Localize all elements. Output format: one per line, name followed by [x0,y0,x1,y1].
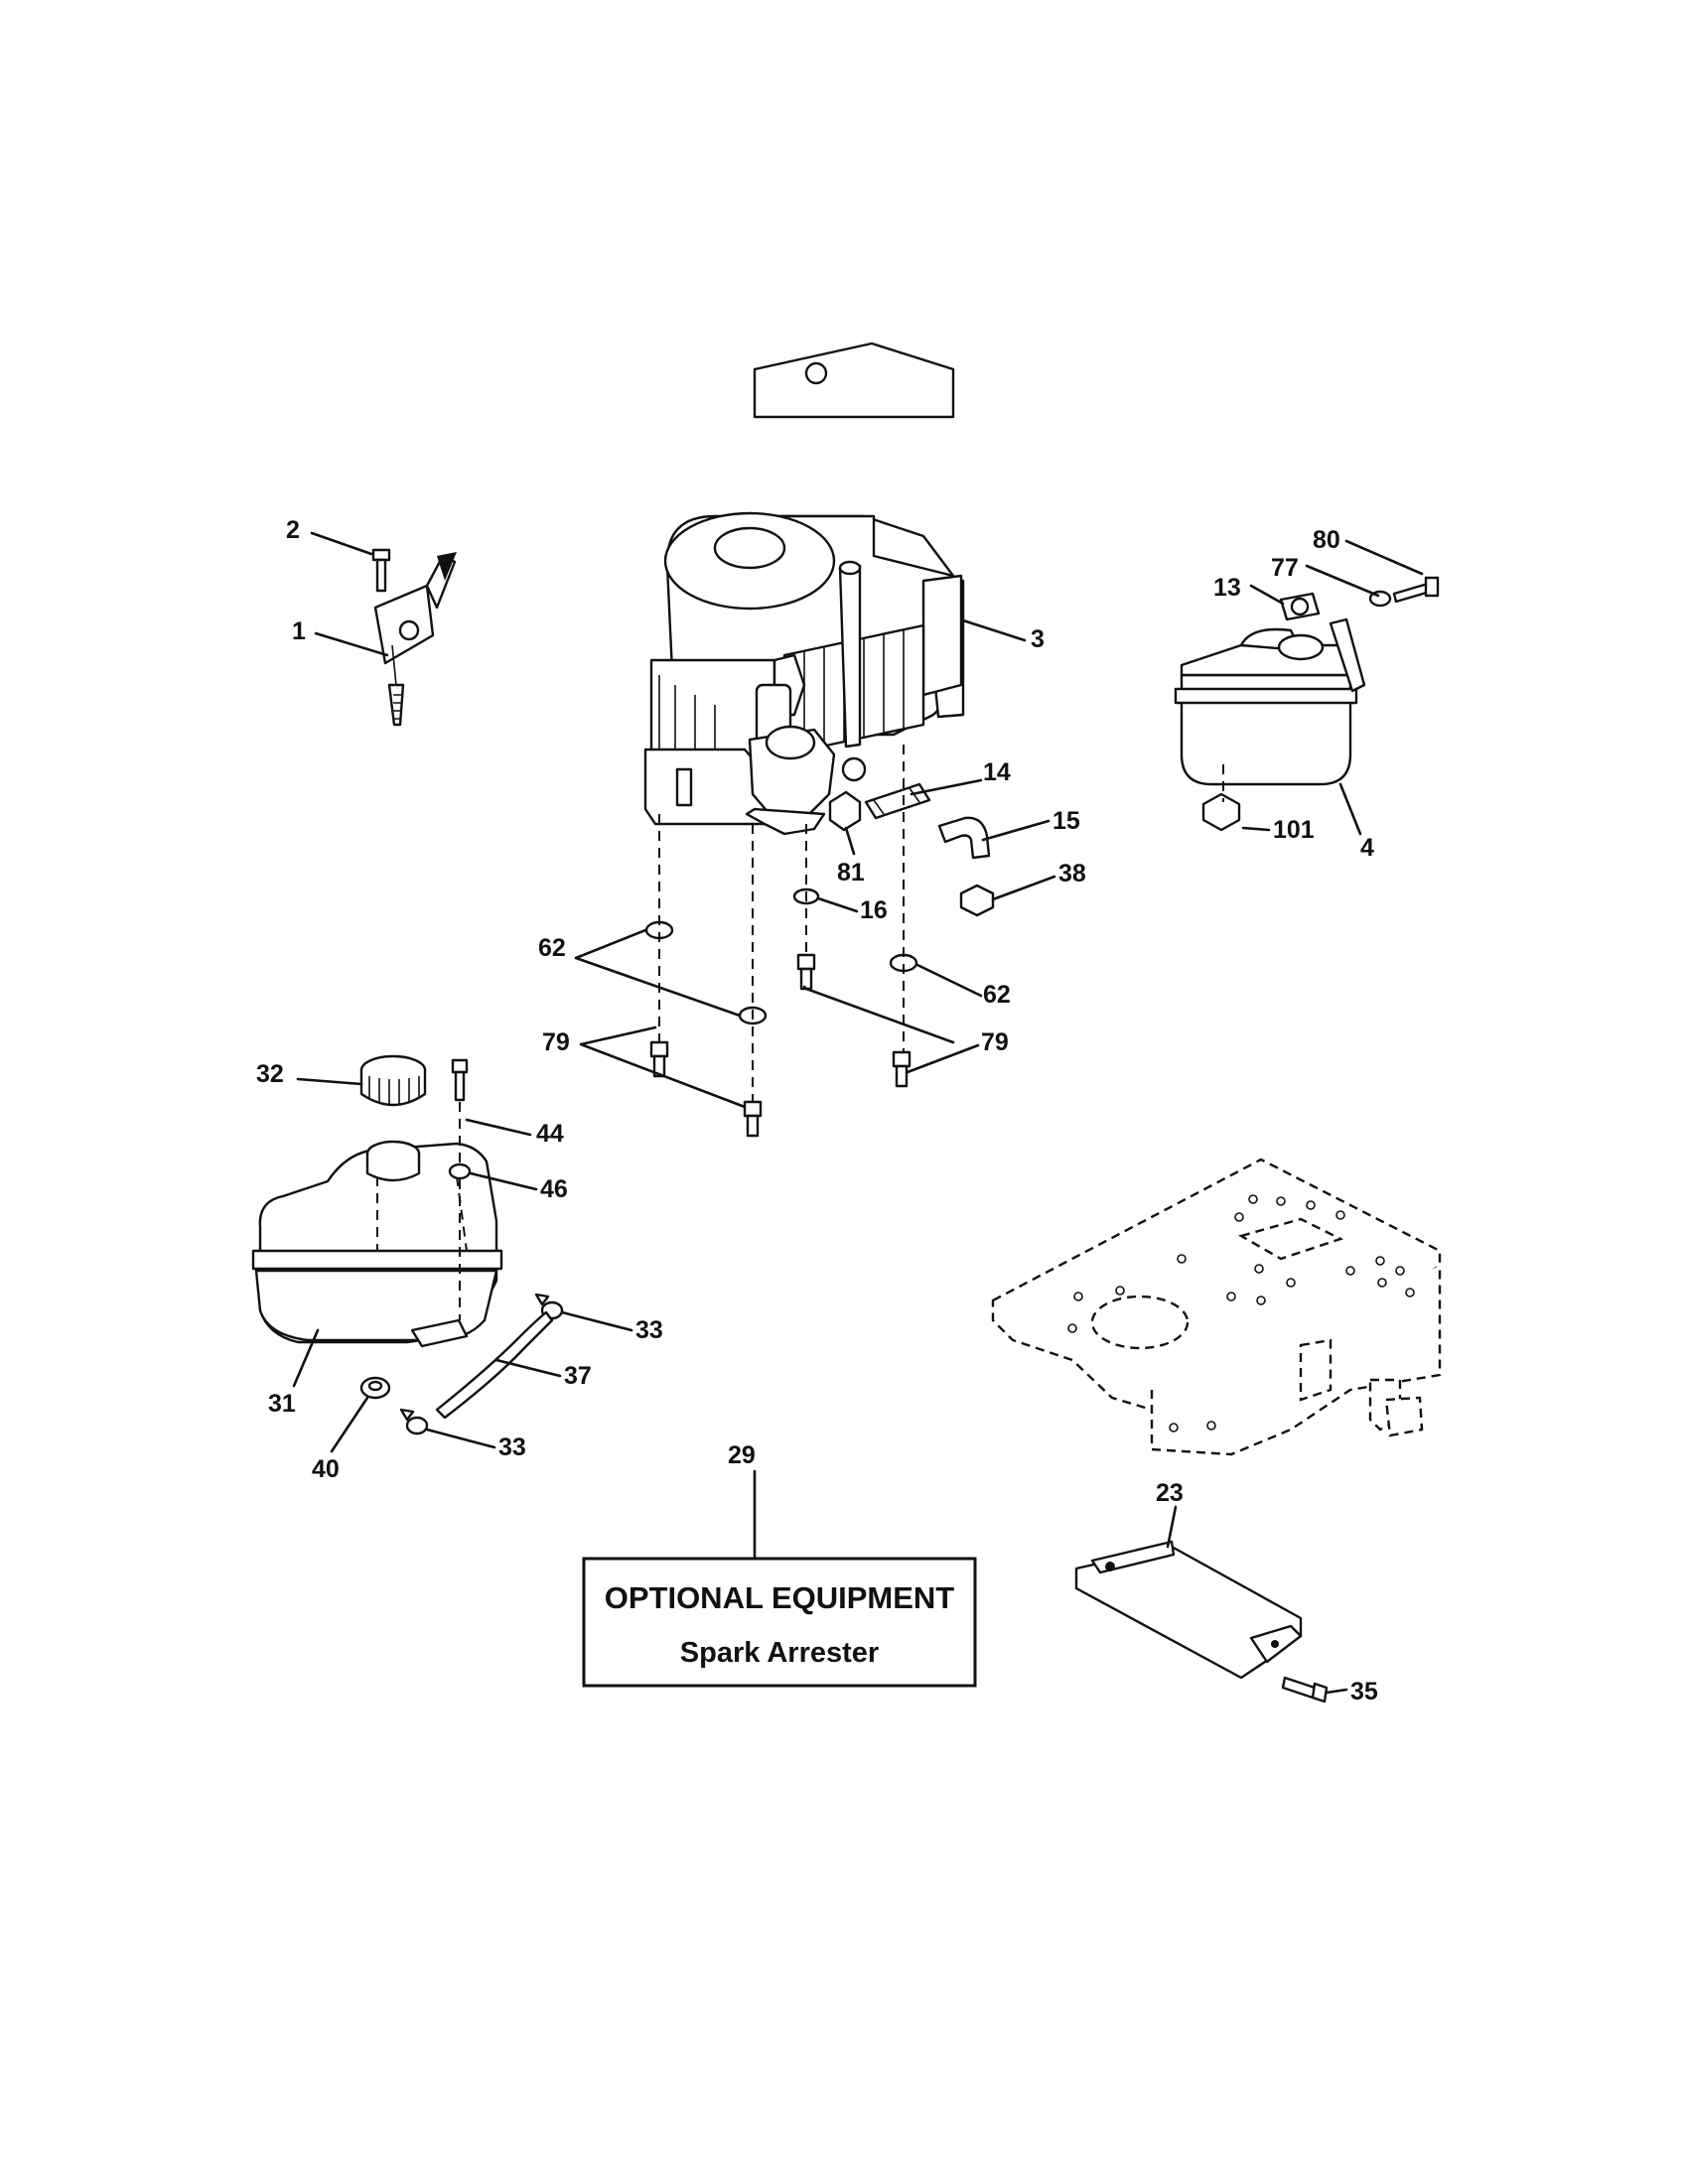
grommet-part [359,1376,391,1400]
optional-equipment-subtitle: Spark Arrester [680,1637,879,1669]
callout-62b: 62 [983,981,1011,1009]
screw-part-44 [451,1058,469,1102]
callout-62a: 62 [538,934,566,962]
washer-part-46 [448,1162,472,1180]
callout-44: 44 [536,1120,564,1148]
callout-80: 80 [1313,526,1340,554]
callout-79a: 79 [542,1028,570,1056]
bolt-part-79b [743,1100,763,1138]
clamp-part-33b [399,1408,429,1435]
nut-part-38 [959,884,995,917]
callout-40: 40 [312,1455,340,1483]
callout-32: 32 [256,1060,284,1088]
callout-37: 37 [564,1362,592,1390]
throttle-control-part [373,552,457,727]
callout-77: 77 [1271,554,1299,582]
optional-equipment-box: OPTIONAL EQUIPMENT Spark Arrester [582,1557,977,1688]
callout-2: 2 [286,516,300,544]
callout-31: 31 [268,1390,296,1418]
callout-23: 23 [1156,1479,1184,1507]
tank-neck-part [365,1140,421,1182]
elbow-part [937,816,991,860]
chassis-frame-reference [991,1158,1442,1456]
fuel-cap-part [359,1054,427,1107]
fitting-part-81 [828,790,862,832]
callout-33b: 33 [498,1433,526,1461]
pipe-nipple-part [864,782,931,820]
heat-shield-part [1074,1540,1303,1680]
bolt-part-79c [796,953,816,991]
callout-14: 14 [983,758,1011,786]
fuel-line-part [435,1310,554,1420]
fuel-tank-part [251,1142,503,1348]
leader-lines [292,531,1424,1695]
callout-29: 29 [728,1441,756,1469]
bolt-part-79d [892,1050,912,1088]
callout-101: 101 [1273,816,1315,844]
gasket-part [1279,592,1321,621]
screw-part-35 [1281,1676,1329,1704]
callout-1: 1 [292,617,306,645]
screw-part-2 [371,548,391,593]
callout-15: 15 [1052,807,1080,835]
callout-3: 3 [1031,625,1045,653]
callout-81: 81 [837,859,865,887]
callout-33a: 33 [635,1316,663,1344]
muffler-part [1174,617,1366,786]
callout-16: 16 [860,896,888,924]
callout-4: 4 [1360,834,1374,862]
engine-part [643,341,965,836]
callout-13: 13 [1213,574,1241,602]
bolt-part-79a [649,1040,669,1078]
callout-35: 35 [1350,1678,1378,1706]
callout-46: 46 [540,1175,568,1203]
callout-38: 38 [1058,860,1086,887]
callout-79b: 79 [981,1028,1009,1056]
screw-part-80 [1392,576,1440,604]
nut-part-101 [1201,792,1241,832]
optional-equipment-title: OPTIONAL EQUIPMENT [605,1580,955,1615]
